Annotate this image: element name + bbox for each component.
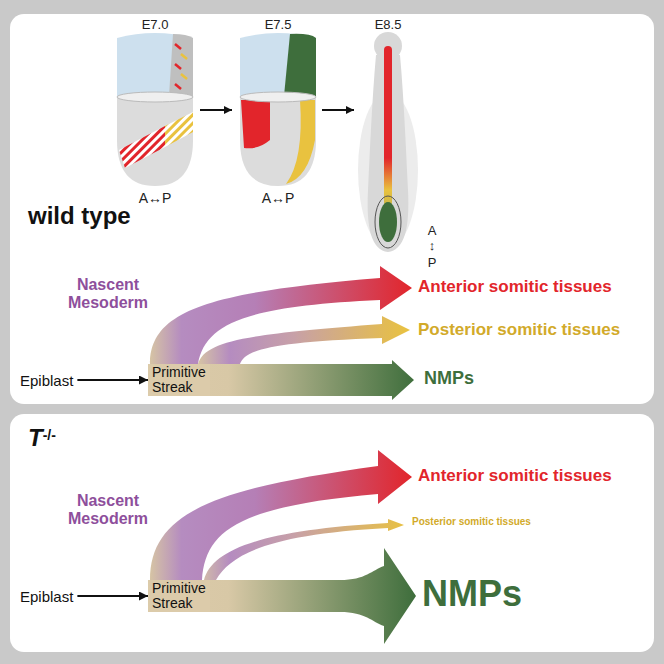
embryonic-cup — [240, 98, 316, 186]
anterior-region — [241, 100, 270, 148]
panel-title: -/- — [43, 427, 56, 443]
axis-label: A↔P — [139, 190, 172, 206]
anterior-flow-arrow — [150, 450, 412, 580]
posterior-flow-arrow — [198, 316, 410, 364]
panel: T-/- Epiblast Primitive Streak — [10, 414, 654, 652]
streak-label: Primitive Streak — [152, 580, 206, 611]
anterior-flow-arrow — [150, 266, 412, 364]
axis-label: P — [428, 256, 437, 271]
axis-label: ↕ — [429, 239, 436, 254]
panel-title: T — [28, 424, 43, 451]
cup-rim — [117, 92, 193, 102]
streak-flow-arrow — [148, 548, 416, 644]
stage-label: E7.5 — [265, 18, 292, 33]
stage-arrow — [200, 109, 232, 111]
axis-label: A↔P — [262, 190, 295, 206]
tissue-label: Posterior somitic tissues — [412, 516, 531, 528]
posterior-flow-arrow — [204, 519, 404, 580]
tissue-label: NMPs — [424, 368, 474, 389]
nmp-region — [284, 34, 316, 96]
panel-heading: T-/- — [28, 424, 56, 452]
posterior-hatch — [165, 112, 193, 147]
streak-band: Primitive Streak — [148, 364, 210, 396]
cup-rim — [240, 92, 316, 102]
stage-label-box: Epiblast — [18, 586, 75, 607]
stage-arrow — [322, 109, 354, 111]
cell-dash — [181, 74, 187, 79]
stage-label-box: Epiblast — [18, 370, 75, 391]
embryo-e85 — [358, 32, 418, 252]
tissue-label: Epiblast — [20, 588, 73, 605]
nmp-region — [379, 202, 397, 242]
cell-dash — [181, 54, 187, 59]
cell-dash — [175, 84, 181, 89]
tissue-label: NMPs — [422, 573, 522, 614]
anterior-hatch — [119, 126, 165, 168]
cell-dash — [175, 44, 181, 49]
flow-arrow — [77, 379, 148, 381]
tissue-label: Nascent Mesoderm — [64, 492, 152, 529]
streak-label: Primitive Streak — [152, 364, 206, 395]
neural-tube — [384, 46, 392, 206]
streak-flow-arrow — [148, 360, 414, 400]
embryonic-cup — [117, 98, 193, 186]
tissue-label: Anterior somitic tissues — [418, 277, 612, 297]
axis-label: A — [428, 224, 437, 239]
cell-dash — [175, 64, 181, 69]
stage-label: E7.0 — [142, 18, 169, 33]
panel: wild typeEpiblast Primitive Streak — [10, 14, 654, 404]
embryo — [117, 33, 193, 186]
tissue-label: Anterior somitic tissues — [418, 466, 612, 486]
flow-arrow — [77, 595, 148, 597]
extraembryonic-part — [240, 33, 316, 96]
posterior-region — [286, 100, 315, 184]
stage-label: E8.5 — [375, 18, 402, 33]
embryo — [240, 33, 316, 186]
tailbud-outline — [375, 196, 401, 248]
panel-title: wild type — [28, 202, 131, 229]
panel-heading: wild type — [28, 202, 131, 230]
extraembryonic-part — [117, 33, 193, 96]
posterior-region — [169, 34, 193, 96]
tissue-label: Epiblast — [20, 372, 73, 389]
tissue-label: Posterior somitic tissues — [418, 320, 620, 340]
tissue-label: Nascent Mesoderm — [64, 276, 152, 313]
streak-band: Primitive Streak — [148, 580, 210, 612]
